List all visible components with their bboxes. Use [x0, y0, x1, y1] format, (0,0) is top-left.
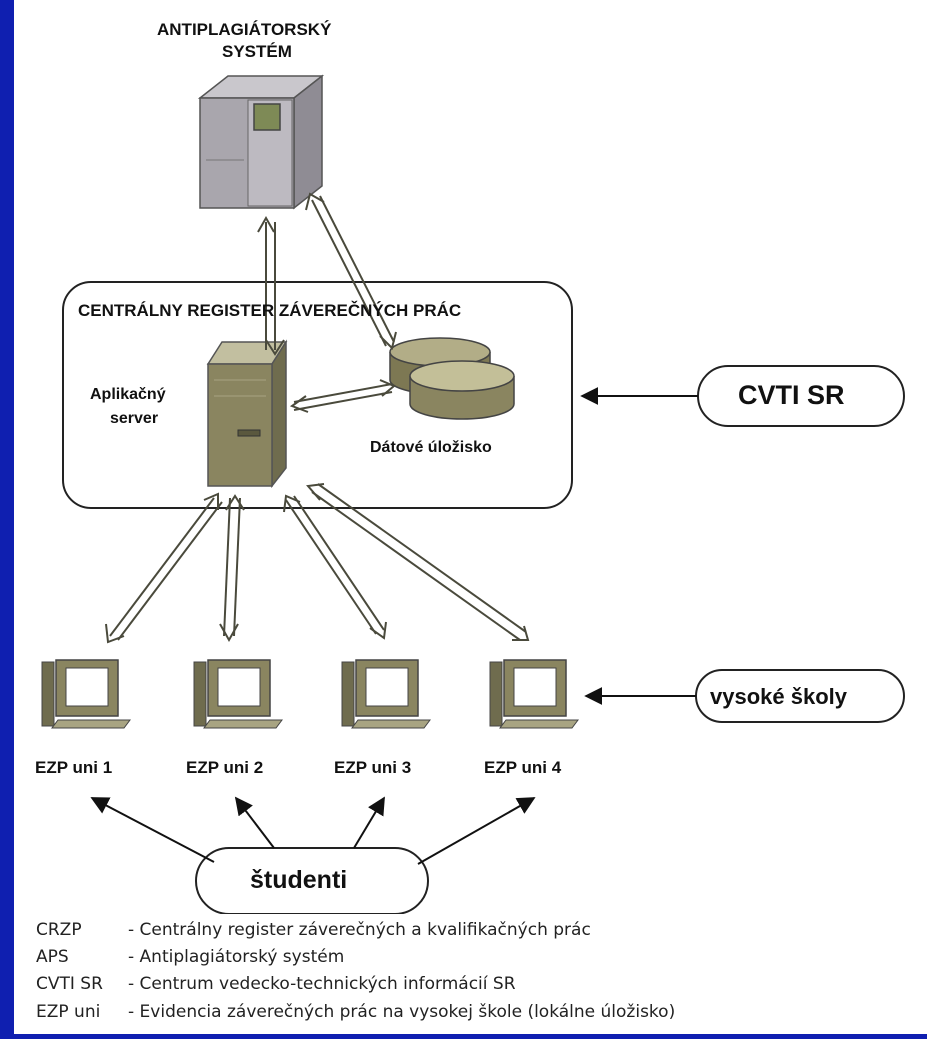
- legend-abbr: EZP uni: [36, 1002, 101, 1022]
- legend-desc: - Centrálny register záverečných a kvali…: [128, 920, 591, 940]
- aps-server-icon: [197, 74, 325, 210]
- ezp-uni-4-label: EZP uni 4: [484, 758, 562, 777]
- legend-row-cvti: CVTI SR - Centrum vedecko-technických inf…: [36, 974, 516, 994]
- computer-icon-uni3: [341, 659, 431, 729]
- aps-title-line2: SYSTÉM: [222, 42, 292, 61]
- arrow-server-storage: [289, 379, 396, 413]
- legend-row-crzp: CRZP - Centrálny register záverečných a k…: [36, 920, 591, 940]
- computer-icon-uni1: [41, 659, 131, 729]
- data-storage-icon: [389, 337, 515, 420]
- arrow-aps-storage: [305, 192, 397, 350]
- application-server-icon: [206, 339, 288, 489]
- legend-desc: - Antiplagiátorský systém: [128, 947, 345, 967]
- legend-abbr: APS: [36, 947, 69, 967]
- universities-label: vysoké školy: [710, 684, 847, 709]
- app-server-label-line2: server: [110, 410, 159, 427]
- computer-icon-uni4: [489, 659, 579, 729]
- arrow-server-uni3: [283, 494, 387, 640]
- cvti-sr-label: CVTI SR: [738, 380, 845, 410]
- arrow-students-uni2: [234, 796, 275, 849]
- ezp-uni-2-label: EZP uni 2: [186, 758, 264, 777]
- legend-panel: CRZP - Centrálny register záverečných a k…: [14, 914, 927, 1034]
- legend-desc: - Centrum vedecko-technických informácií…: [128, 974, 516, 994]
- arrow-students-uni1: [90, 797, 215, 863]
- crzp-box: [62, 281, 573, 509]
- arrow-server-uni1: [105, 492, 223, 644]
- arrow-server-uni4: [306, 483, 530, 641]
- arrow-aps-server: [257, 215, 285, 356]
- legend-abbr: CVTI SR: [36, 974, 103, 994]
- legend-abbr: CRZP: [36, 920, 82, 940]
- arrow-students-uni3: [353, 796, 385, 849]
- legend-row-ezp: EZP uni - Evidencia záverečných prác na v…: [36, 1002, 675, 1022]
- crzp-title: CENTRÁLNY REGISTER ZÁVEREČNÝCH PRÁC: [78, 301, 462, 320]
- computer-icon-uni2: [193, 659, 283, 729]
- data-storage-label: Dátové úložisko: [370, 439, 492, 456]
- legend-row-aps: APS - Antiplagiátorský systém: [36, 947, 344, 967]
- diagram-panel: [14, 0, 927, 914]
- ezp-uni-3-label: EZP uni 3: [334, 758, 412, 777]
- students-label: študenti: [250, 866, 348, 894]
- ezp-uni-1-label: EZP uni 1: [35, 758, 113, 777]
- legend-desc: - Evidencia záverečných prác na vysokej …: [128, 1002, 676, 1022]
- app-server-label-line1: Aplikačný: [90, 386, 166, 403]
- arrow-students-uni4: [417, 797, 536, 865]
- arrows-students: [90, 796, 536, 865]
- aps-title-line1: ANTIPLAGIÁTORSKÝ: [157, 20, 332, 39]
- arrow-server-uni2: [219, 494, 245, 643]
